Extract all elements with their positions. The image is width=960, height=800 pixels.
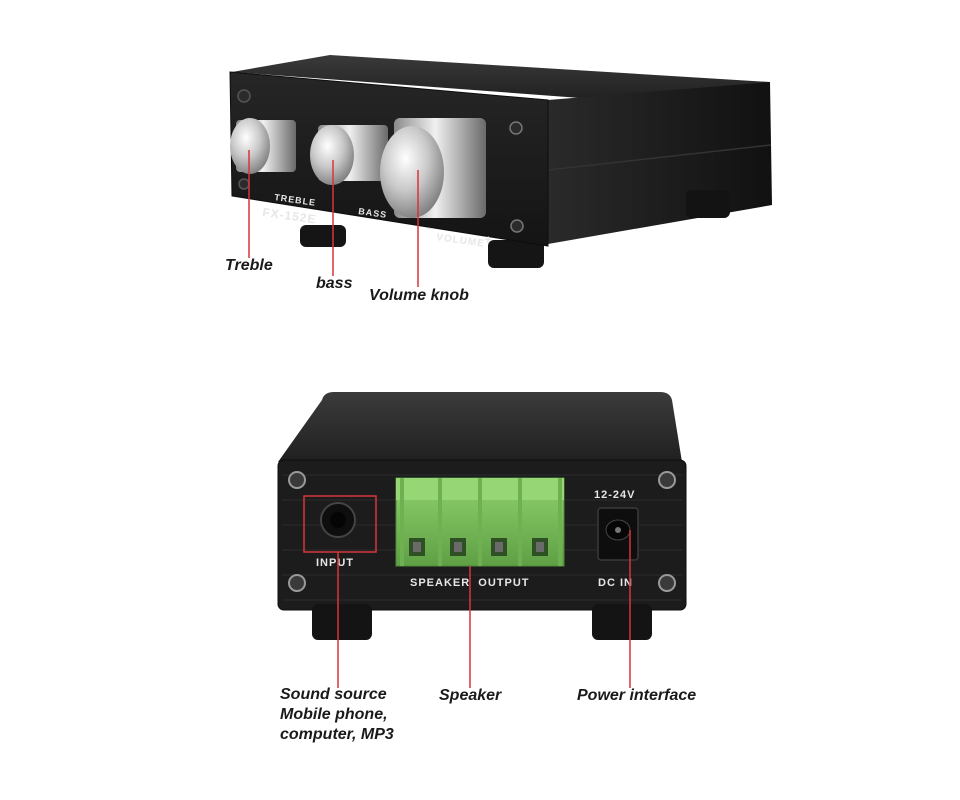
screw-icon [658, 471, 676, 489]
input-highlight-box [303, 495, 377, 553]
chassis-top-face [278, 392, 682, 462]
bass-panel-label: BASS [358, 206, 388, 220]
treble-knob [230, 118, 296, 174]
volume-plus-label: + [484, 232, 494, 247]
chassis-side-face [548, 82, 772, 244]
back-view-unit: INPUT S [277, 392, 687, 688]
foot-back-right [592, 604, 652, 640]
input-label: INPUT [316, 557, 354, 569]
power-callout: Power interface [577, 687, 697, 704]
bass-knob [310, 125, 388, 185]
front-view-unit: TREBLE FX-152E BASS − VOLUME + [229, 55, 772, 287]
screw-icon [238, 178, 250, 190]
screw-icon [288, 574, 306, 592]
screw-icon [237, 89, 251, 103]
voltage-label: 12-24V [594, 489, 635, 501]
speaker-callout: Speaker [439, 687, 502, 704]
dc-in-label: DC IN [598, 577, 633, 589]
screw-icon [288, 471, 306, 489]
foot-back-left [312, 604, 372, 640]
sound-source-line3: computer, MP3 [280, 726, 394, 743]
foot-back-right [686, 190, 730, 218]
sound-source-callout: Sound source Mobile phone, computer, MP3 [280, 685, 394, 745]
sound-source-line1: Sound source [280, 686, 387, 703]
treble-callout: Treble [225, 257, 273, 274]
bass-callout: bass [316, 275, 353, 292]
screw-icon [509, 121, 523, 135]
sound-source-line2: Mobile phone, [280, 706, 388, 723]
screw-icon [510, 219, 524, 233]
foot-front-right [488, 240, 544, 268]
volume-callout: Volume knob [369, 287, 469, 304]
foot-front-left [300, 225, 346, 247]
screw-icon [658, 574, 676, 592]
volume-knob [380, 118, 486, 218]
volume-minus-label: − [426, 221, 436, 236]
speaker-terminal-block [395, 477, 565, 567]
